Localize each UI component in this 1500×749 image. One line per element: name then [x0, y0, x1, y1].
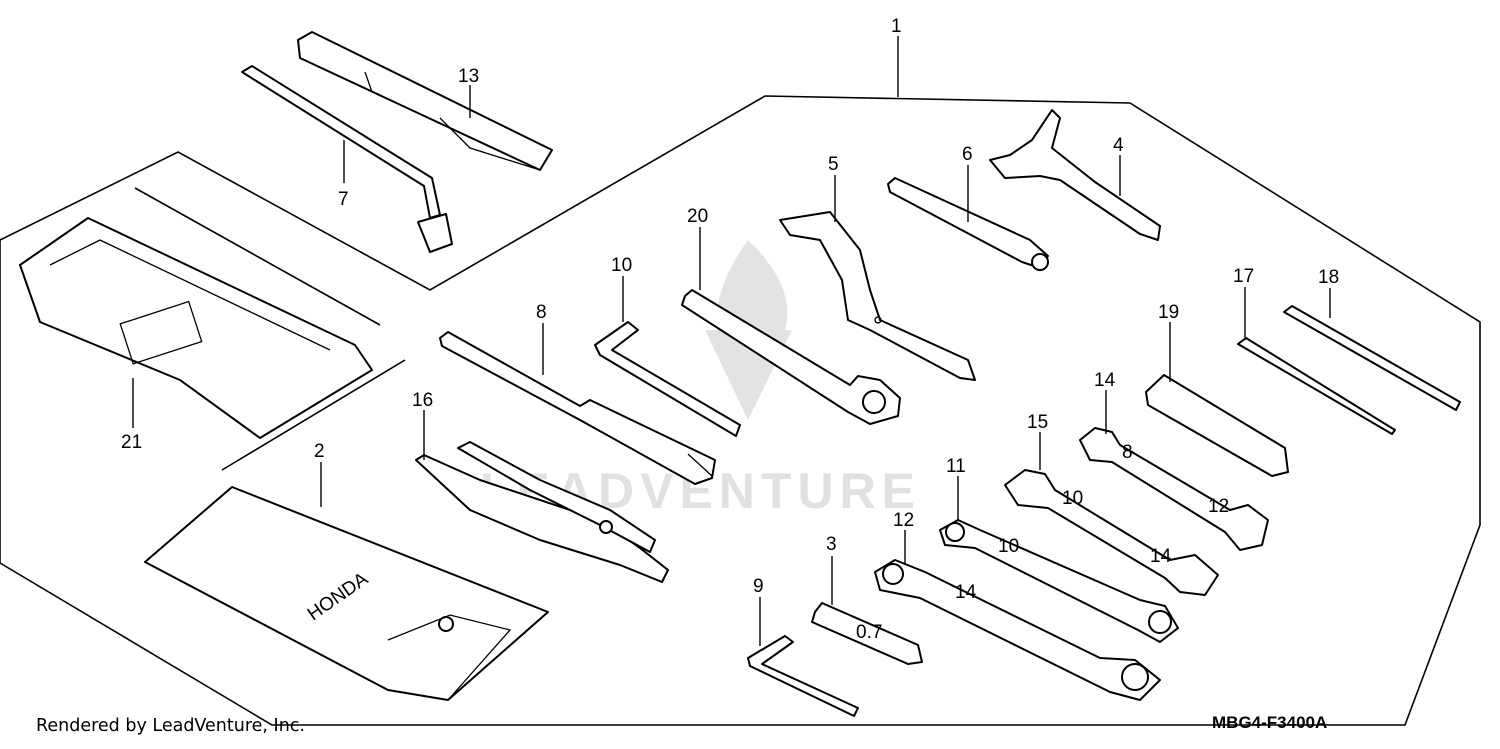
bag-divider-line-lower — [221, 359, 406, 471]
callout-8: 8 — [536, 302, 547, 323]
part-3-feeler-gauge: 0.7 — [811, 602, 923, 665]
callout-14: 14 — [1094, 370, 1116, 391]
part-13-handle-pipe — [297, 31, 553, 171]
part-21-tool-bag — [19, 217, 373, 439]
part-12-ring-wrench: 14 — [874, 559, 1161, 701]
callout-6: 6 — [962, 144, 973, 165]
callout-11: 11 — [946, 456, 966, 477]
wrench-14-mark-b: 12 — [1208, 496, 1229, 517]
leader-lines — [132, 36, 1331, 646]
tool-group-frame — [0, 95, 1481, 726]
part-8-socket-wrench — [439, 331, 716, 485]
part-10-hex-key — [594, 321, 741, 437]
callout-13: 13 — [458, 66, 479, 87]
wrench-12-mark: 14 — [955, 582, 977, 603]
callout-16: 16 — [412, 390, 433, 411]
callout-18: 18 — [1318, 267, 1339, 288]
callout-15: 15 — [1027, 412, 1048, 433]
callout-17: 17 — [1233, 266, 1254, 287]
part-14-wrench-8x12: 8 12 — [1079, 427, 1269, 551]
part-7-spark-plug-wrench — [241, 65, 453, 253]
callout-20: 20 — [687, 206, 708, 227]
callout-5: 5 — [828, 154, 839, 175]
diagram-code: MBG4-F3400A — [1212, 713, 1328, 732]
callout-4: 4 — [1113, 135, 1124, 156]
part-11-ring-wrench: 10 — [939, 519, 1179, 643]
callout-19: 19 — [1158, 302, 1179, 323]
callout-10: 10 — [611, 255, 632, 276]
callout-12: 12 — [893, 510, 914, 531]
part-2-tool-bag-honda: HONDA — [144, 486, 549, 701]
bag-divider-line — [134, 187, 381, 326]
callout-7: 7 — [338, 189, 349, 210]
credit-text: Rendered by LeadVenture, Inc. — [36, 716, 305, 736]
wrench-14-mark-a: 8 — [1122, 442, 1133, 463]
part-17-screwdriver — [1237, 337, 1396, 435]
part-15-wrench-10x14: 10 14 — [1004, 469, 1219, 596]
gauge-3-mark: 0.7 — [856, 622, 882, 643]
callout-3: 3 — [826, 534, 837, 555]
part-19-screwdriver-handle — [1145, 374, 1289, 477]
part-4-pin-spanner — [989, 109, 1161, 241]
part-18-screwdriver — [1283, 305, 1461, 411]
part-6-extension-rod — [887, 177, 1049, 271]
callout-21: 21 — [121, 432, 142, 453]
part-9-hex-key — [747, 635, 859, 717]
part-5-hook-spanner — [779, 211, 976, 381]
callout-1: 1 — [891, 16, 902, 37]
part-20-spanner — [681, 289, 901, 425]
callout-2: 2 — [314, 441, 325, 462]
wrench-11-mark: 10 — [998, 536, 1019, 557]
callout-numbers: 1 2 3 4 5 6 7 8 9 10 11 12 13 14 15 16 1… — [121, 16, 1339, 597]
wrench-15-mark-b: 14 — [1150, 546, 1172, 567]
part-16-pliers — [415, 441, 669, 583]
callout-9: 9 — [753, 576, 764, 597]
wrench-15-mark-a: 10 — [1062, 488, 1083, 509]
